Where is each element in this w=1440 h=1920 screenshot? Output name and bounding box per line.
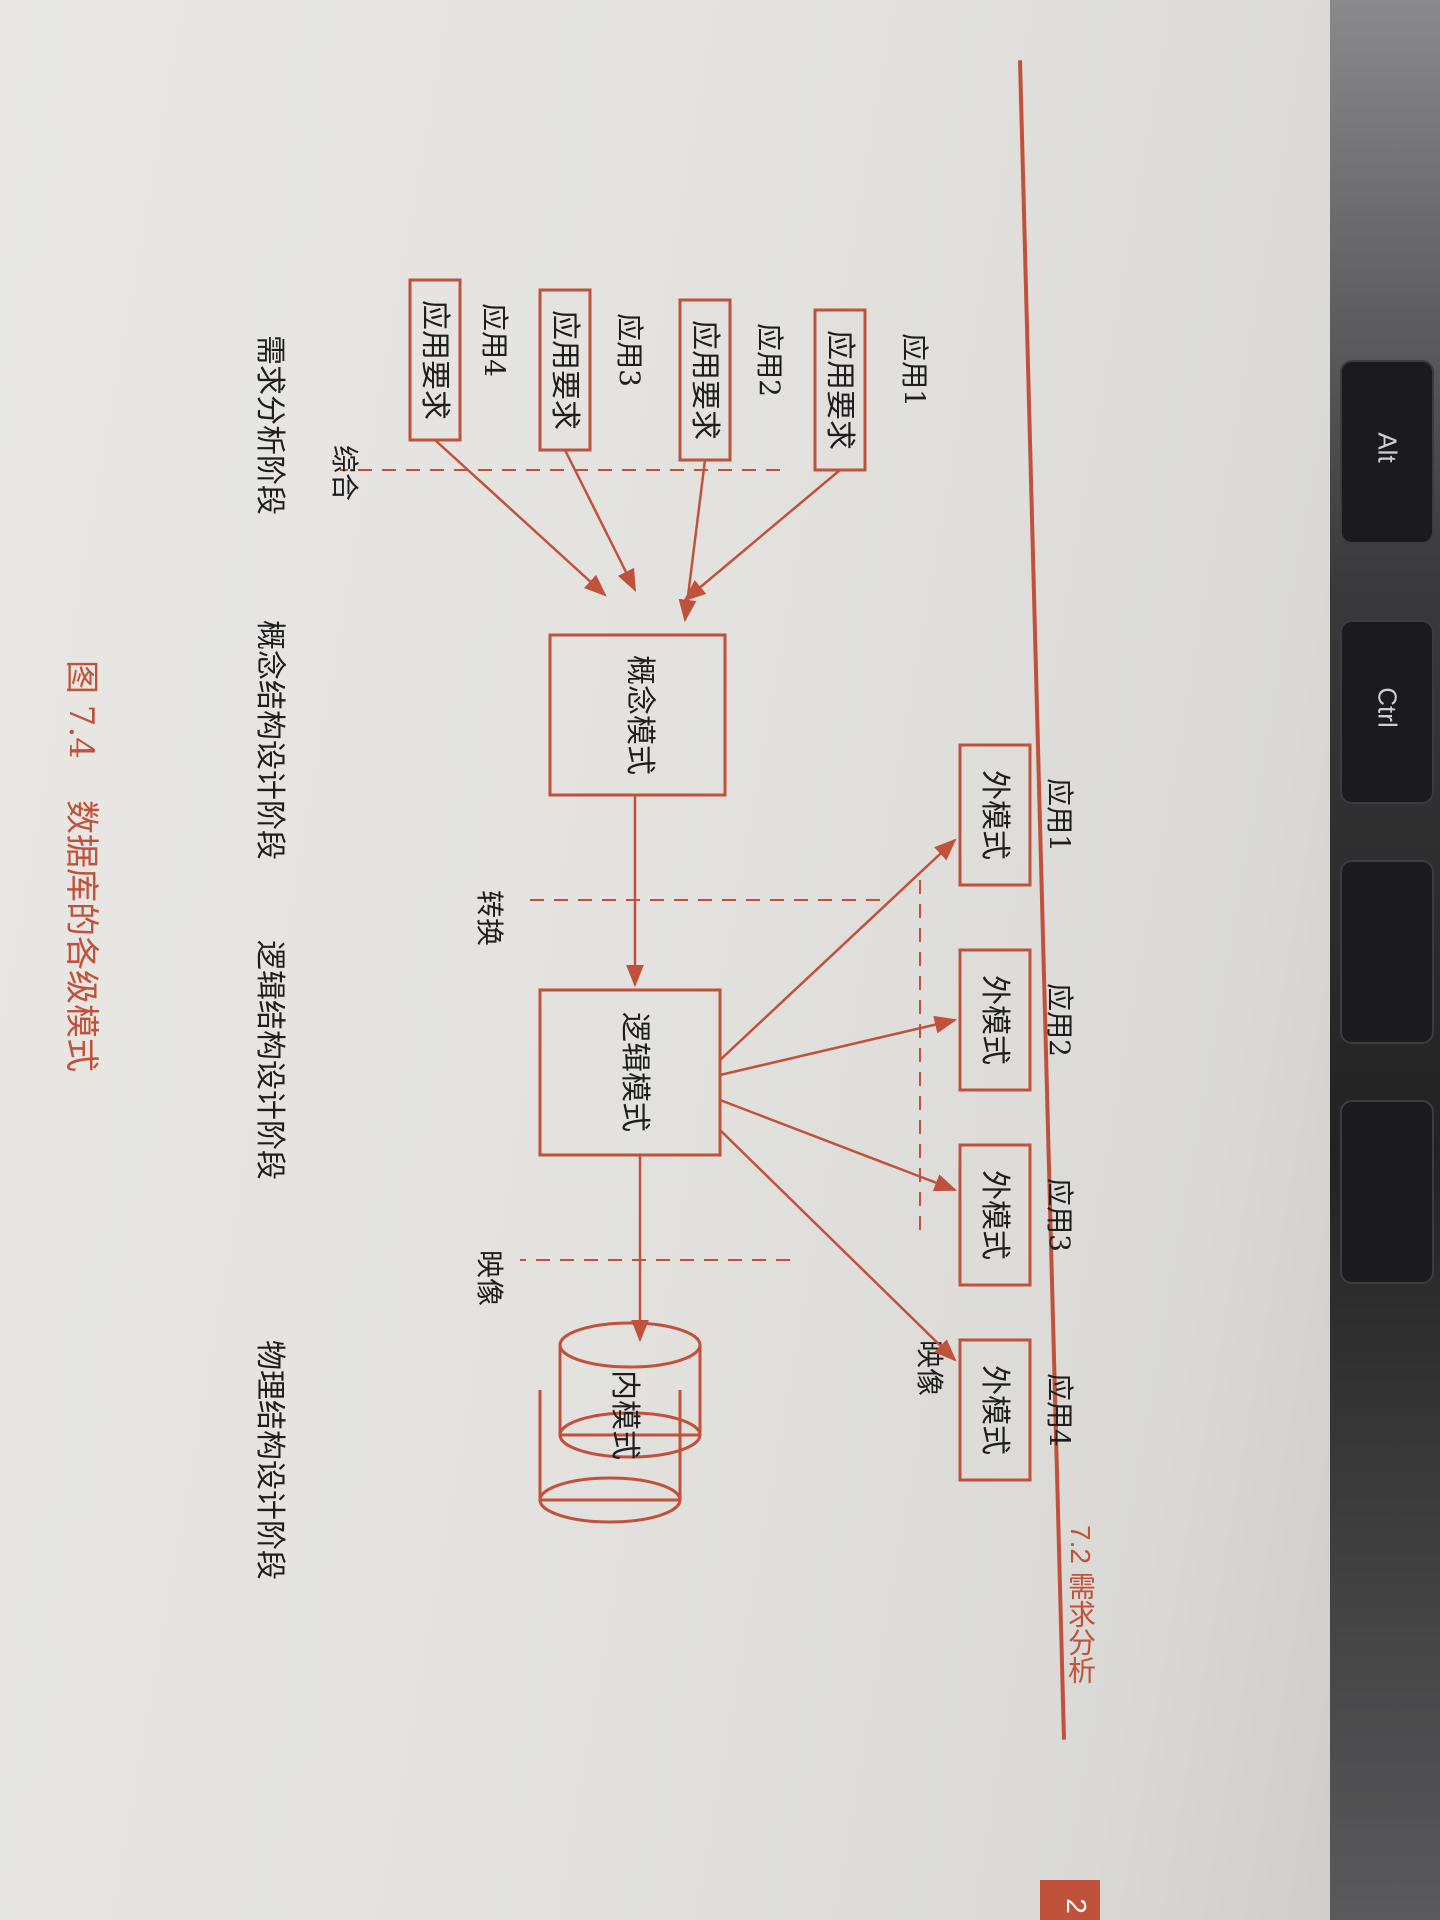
requirement-box-3: 应用要求	[538, 288, 592, 452]
section-title: 需求分析	[1065, 1571, 1096, 1684]
section-number: 7.2	[1065, 1525, 1096, 1564]
requirement-box-3-label: 应用要求	[547, 310, 582, 430]
section-header: 7.2 需求分析	[1060, 1525, 1100, 1684]
requirement-box-2-label: 应用要求	[687, 320, 722, 440]
conceptual-schema-box: 概念模式	[548, 633, 727, 797]
figure-caption-title: 数据库的各级模式	[61, 800, 101, 1072]
ctrl-key: Ctrl	[1340, 620, 1434, 804]
keyboard: Alt Ctrl	[1330, 0, 1440, 1920]
figure-caption-number: 图 7.4	[61, 660, 101, 759]
logical-schema-box: 逻辑模式	[538, 988, 722, 1157]
transform-label: 转换	[473, 890, 506, 946]
mapping-label-upper: 映像	[913, 1340, 946, 1396]
logical-schema-label: 逻辑模式	[617, 1012, 652, 1132]
external-schema-box-4: 外模式	[958, 1338, 1032, 1482]
ext-app-label-2: 应用2	[1043, 983, 1076, 1057]
external-schema-3-label: 外模式	[977, 1170, 1012, 1260]
app-label-3: 应用3	[613, 313, 646, 387]
app-label-4: 应用4	[478, 303, 511, 377]
requirement-box-1-label: 应用要求	[822, 330, 857, 450]
requirement-box-2: 应用要求	[678, 298, 732, 462]
arrow-key	[1340, 860, 1434, 1044]
requirement-box-1: 应用要求	[813, 308, 867, 472]
ext-app-label-4: 应用4	[1043, 1373, 1076, 1447]
arrow-key	[1340, 1100, 1434, 1284]
external-schema-4-label: 外模式	[977, 1365, 1012, 1455]
alt-key: Alt	[1340, 360, 1434, 544]
stage-requirements: 需求分析阶段	[252, 335, 287, 515]
requirement-box-4-label: 应用要求	[417, 300, 452, 420]
mapping-label-lower: 映像	[473, 1250, 506, 1306]
app-label-2: 应用2	[753, 323, 786, 397]
conceptual-schema-label: 概念模式	[622, 655, 657, 775]
external-schema-2-label: 外模式	[977, 975, 1012, 1065]
stage-conceptual: 概念结构设计阶段	[252, 620, 287, 860]
external-schema-box-3: 外模式	[958, 1143, 1032, 1287]
internal-schema-label: 内模式	[607, 1370, 642, 1460]
integrate-label: 综合	[328, 445, 361, 501]
page-number-tab	[1040, 1880, 1100, 1920]
ext-app-label-3: 应用3	[1043, 1178, 1076, 1252]
ext-app-label-1: 应用1	[1043, 778, 1076, 852]
internal-schema-storage: 内模式	[538, 1321, 702, 1524]
stage-physical: 物理结构设计阶段	[252, 1340, 287, 1580]
requirement-box-4: 应用要求	[408, 278, 462, 442]
external-schema-box-1: 外模式	[958, 743, 1032, 887]
external-schema-1-label: 外模式	[977, 770, 1012, 860]
stage-logical: 逻辑结构设计阶段	[252, 940, 287, 1180]
external-schema-box-2: 外模式	[958, 948, 1032, 1092]
app-label-1: 应用1	[898, 333, 931, 407]
